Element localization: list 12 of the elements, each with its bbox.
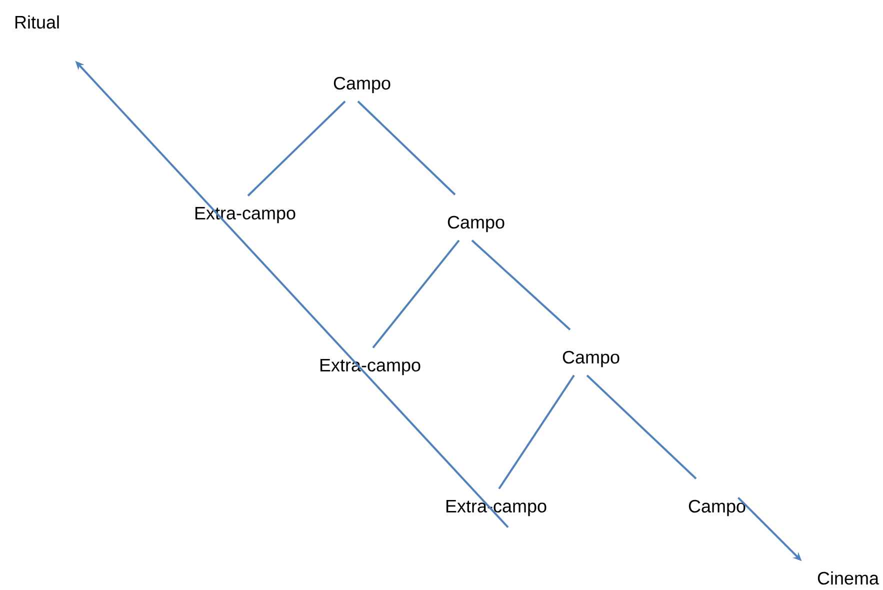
connector-line bbox=[498, 374, 575, 490]
connector-line bbox=[586, 374, 697, 480]
text-label: Campo bbox=[688, 500, 746, 516]
text-label: Campo bbox=[562, 350, 620, 368]
connector-line bbox=[357, 100, 456, 196]
text-label: Campo bbox=[448, 216, 504, 232]
connector-line bbox=[247, 100, 346, 196]
text-label: Campo bbox=[334, 76, 390, 94]
connector-line bbox=[471, 240, 571, 330]
text-label: Ritual bbox=[15, 15, 59, 29]
connector-line bbox=[372, 240, 460, 348]
text-label: Cinema bbox=[818, 571, 879, 585]
